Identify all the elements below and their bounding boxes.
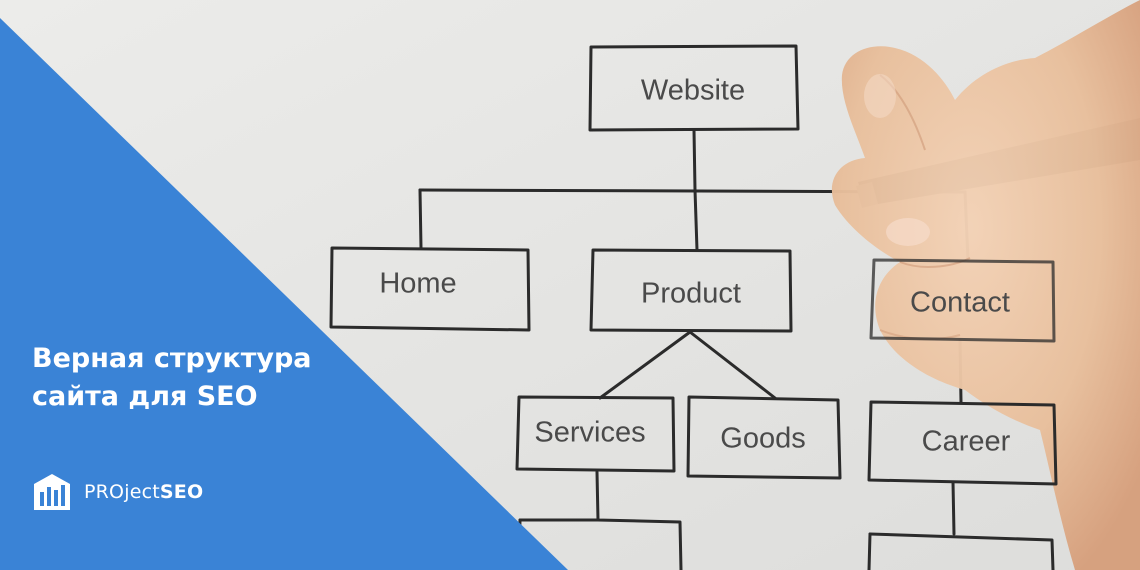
building-columns-logo-icon [34, 474, 70, 510]
node-contact: Contact [869, 258, 1056, 343]
node-career: Career [867, 400, 1058, 486]
brand-name: PROjectSEO [84, 481, 203, 503]
node-product: Product [589, 248, 793, 333]
node-career-label: Career [922, 426, 1011, 458]
brand-name-bold: SEO [159, 481, 204, 503]
blue-overlay-panel [0, 18, 568, 570]
node-product-label: Product [641, 278, 741, 310]
hand-skin [831, 0, 1140, 570]
node-website-label: Website [641, 75, 745, 107]
node-goods: Goods [686, 395, 842, 480]
node-services: Services [515, 395, 676, 473]
hand-with-marker [831, 0, 1140, 570]
node-contact-label: Contact [910, 287, 1010, 319]
node-website: Website [588, 44, 800, 132]
headline: Верная структура сайта для SEO [32, 340, 352, 416]
node-goods-label: Goods [720, 423, 805, 455]
node-home: Home [329, 246, 531, 332]
headline-line-1: Верная структура [32, 343, 312, 374]
node-home-label: Home [379, 268, 456, 300]
brand-name-regular: PROject [84, 481, 160, 503]
headline-line-2: сайта для SEO [32, 381, 258, 412]
brand-logo-lockup: PROjectSEO [32, 472, 203, 512]
node-services-label: Services [534, 417, 645, 449]
